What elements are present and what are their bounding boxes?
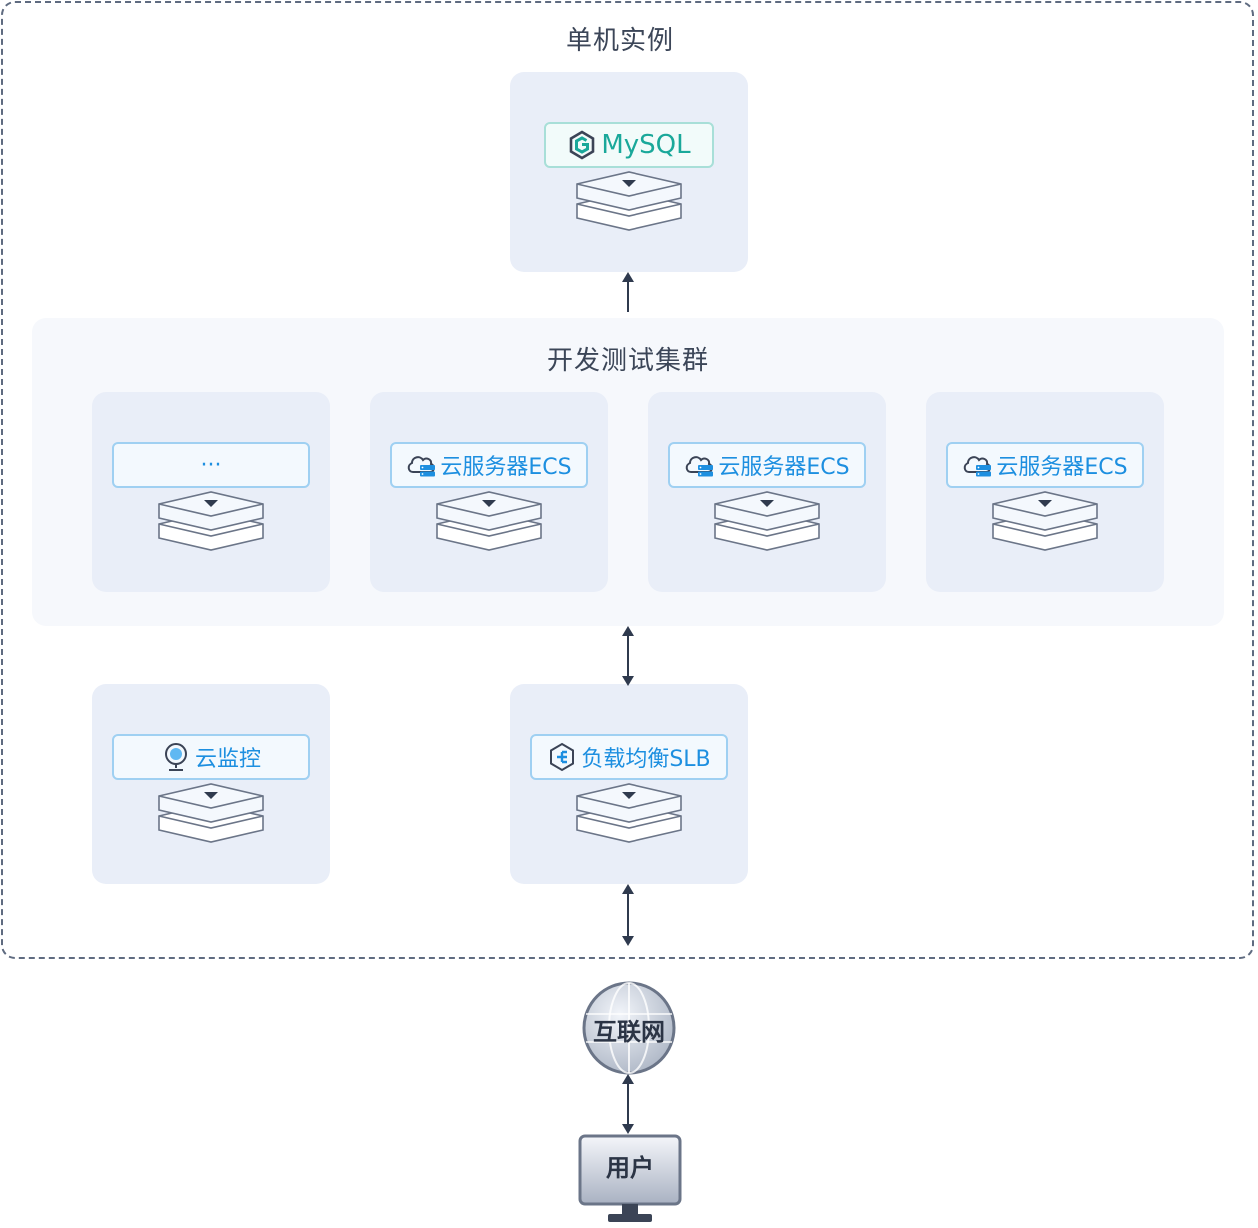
internet-label: 互联网 (593, 1018, 665, 1046)
mysql-card: MySQL (510, 72, 748, 272)
server-card-ecs-3: 云服务器ECS (926, 392, 1164, 592)
monitor-screen-icon (578, 1134, 682, 1224)
mysql-hex-icon (567, 130, 597, 160)
monitor-label-box: 云监控 (112, 734, 310, 780)
user-label: 用户 (606, 1154, 654, 1182)
globe-icon (580, 980, 678, 1076)
load-balancer-icon (547, 742, 577, 772)
server-card-more: ··· (92, 392, 330, 592)
webcam-icon (161, 742, 191, 772)
layer-stack-icon (156, 488, 266, 558)
layer-stack-icon (574, 168, 684, 238)
layer-stack-icon (434, 488, 544, 558)
server-label: 云服务器ECS (996, 455, 1128, 480)
server-label-box: ··· (112, 442, 310, 488)
monitor-label: 云监控 (194, 747, 261, 772)
server-label: 云服务器ECS (440, 455, 572, 480)
monitor-card: 云监控 (92, 684, 330, 884)
cluster-title: 开发测试集群 (546, 346, 709, 376)
slb-label: 负载均衡SLB (581, 747, 711, 772)
layer-stack-icon (712, 488, 822, 558)
layer-stack-icon (156, 780, 266, 850)
deployment-boundary (1, 1, 1254, 959)
server-label-box: 云服务器ECS (946, 442, 1144, 488)
slb-card: 负载均衡SLB (510, 684, 748, 884)
slb-label-box: 负载均衡SLB (530, 734, 728, 780)
server-card-ecs-2: 云服务器ECS (648, 392, 886, 592)
server-label: ··· (200, 452, 222, 478)
layer-stack-icon (574, 780, 684, 850)
server-card-ecs-1: 云服务器ECS (370, 392, 608, 592)
layer-stack-icon (990, 488, 1100, 558)
server-label-box: 云服务器ECS (668, 442, 866, 488)
server-label: 云服务器ECS (718, 455, 850, 480)
mysql-label: MySQL (601, 130, 691, 160)
mysql-label-box: MySQL (544, 122, 714, 168)
cloud-server-icon (406, 450, 436, 480)
cloud-server-icon (962, 450, 992, 480)
standalone-title: 单机实例 (565, 26, 674, 56)
cloud-server-icon (684, 450, 714, 480)
server-label-box: 云服务器ECS (390, 442, 588, 488)
